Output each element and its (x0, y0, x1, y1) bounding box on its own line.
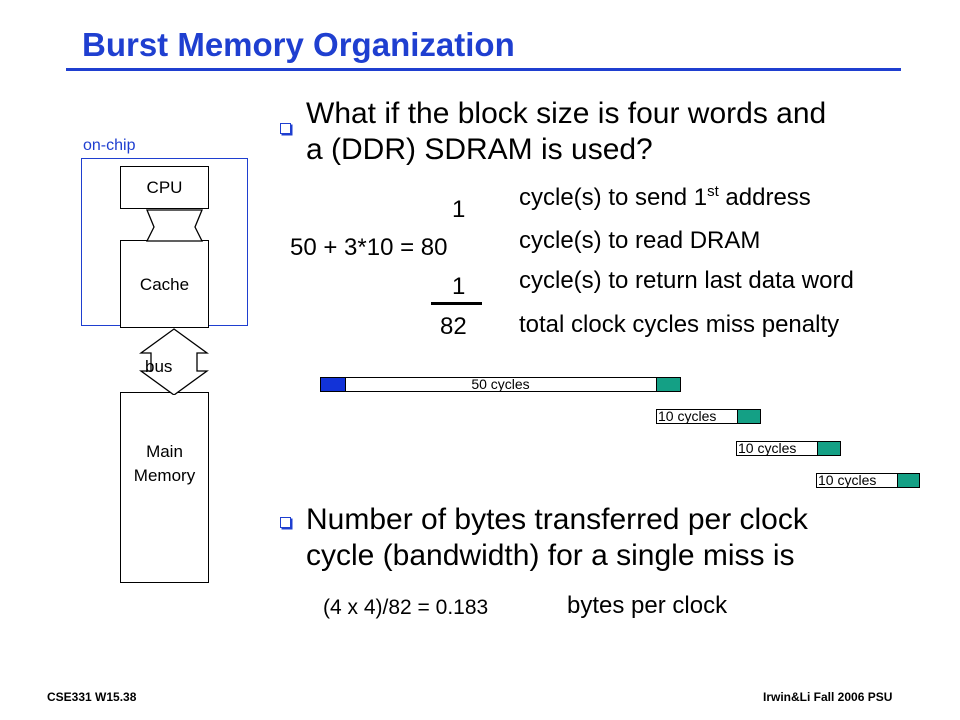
cpu-block: CPU (120, 166, 209, 209)
timeline-lane-3: 10 cycles (736, 441, 841, 456)
bullet-2-line-2: cycle (bandwidth) for a single miss is (306, 539, 795, 572)
footer-left: CSE331 W15.38 (47, 690, 137, 704)
lane-2-label: 10 cycles (658, 408, 717, 424)
bus-label: bus (145, 357, 173, 376)
timeline-lane-1: 50 cycles (320, 377, 681, 392)
desc-send-address: cycle(s) to send 1st address (519, 183, 811, 211)
data-segment-2 (737, 409, 761, 424)
main-memory-block: Main Memory (120, 392, 209, 583)
bullet-1-line-2: a (DDR) SDRAM is used? (306, 133, 653, 166)
connector-arrows (139, 209, 209, 395)
cache-block: Cache (120, 240, 209, 328)
bullet-square-icon (280, 517, 291, 528)
bus-arrow (139, 328, 209, 395)
title-underline (66, 68, 901, 71)
memory-label-line-1: Main (146, 442, 183, 461)
data-segment-3 (817, 441, 841, 456)
bullet-2-line-1: Number of bytes transferred per clock (306, 503, 808, 536)
calc-row-1: 1 (452, 196, 466, 223)
calc-row-2: 50 + 3*10 = 80 (290, 234, 448, 261)
slide-title: Burst Memory Organization (82, 26, 515, 63)
address-segment (320, 377, 346, 392)
lane-3-label: 10 cycles (738, 440, 797, 456)
data-segment-1 (656, 377, 681, 392)
cpu-cache-arrow (145, 209, 204, 242)
bandwidth-unit: bytes per clock (567, 592, 728, 619)
bullet-square-icon (280, 123, 291, 134)
memory-label-line-2: Memory (133, 466, 196, 485)
onchip-label: on-chip (83, 137, 136, 154)
bandwidth-formula: (4 x 4)/82 = 0.183 (323, 596, 489, 619)
timeline-lane-2: 10 cycles (656, 409, 761, 424)
timeline-lane-4: 10 cycles (816, 473, 920, 488)
lane-4-label: 10 cycles (818, 472, 877, 488)
sum-line (431, 302, 482, 305)
bullet-1-line-1: What if the block size is four words and (306, 97, 827, 130)
footer-right: Irwin&Li Fall 2006 PSU (763, 690, 893, 704)
calc-row-3: 1 (452, 273, 466, 300)
desc-total-penalty: total clock cycles miss penalty (519, 311, 840, 338)
lane-1-label: 50 cycles (471, 376, 530, 392)
data-segment-4 (897, 473, 920, 488)
desc-return-data: cycle(s) to return last data word (519, 267, 854, 294)
desc-read-dram: cycle(s) to read DRAM (519, 227, 761, 254)
calc-total: 82 (440, 313, 467, 340)
